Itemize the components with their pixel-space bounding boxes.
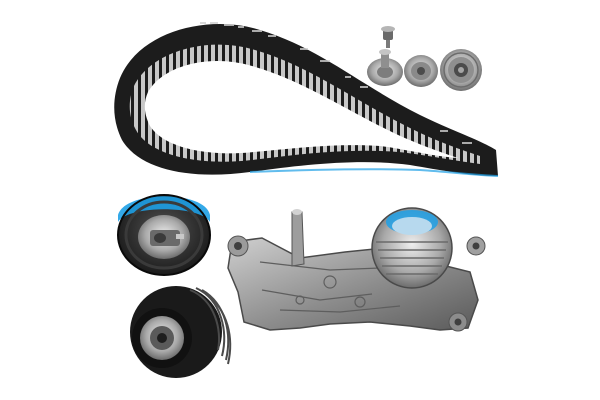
idler-pulley-grooved (440, 49, 482, 91)
timing-belt (114, 22, 499, 177)
pulley-ribs (189, 287, 232, 365)
water-pump (227, 207, 486, 332)
pump-pipe (291, 211, 305, 267)
belt-blue-highlight (249, 168, 499, 177)
idler-pulley-ribbed (130, 286, 232, 378)
tensioner-pulley (117, 194, 211, 276)
pump-casting-details (259, 261, 401, 313)
belt-print-marks (200, 22, 472, 144)
belt-inner-space (144, 61, 458, 158)
washer-bolt (367, 49, 403, 86)
small-bolt (381, 26, 395, 48)
pump-impeller-hub (371, 207, 453, 289)
idler-pulley-small (404, 55, 438, 87)
